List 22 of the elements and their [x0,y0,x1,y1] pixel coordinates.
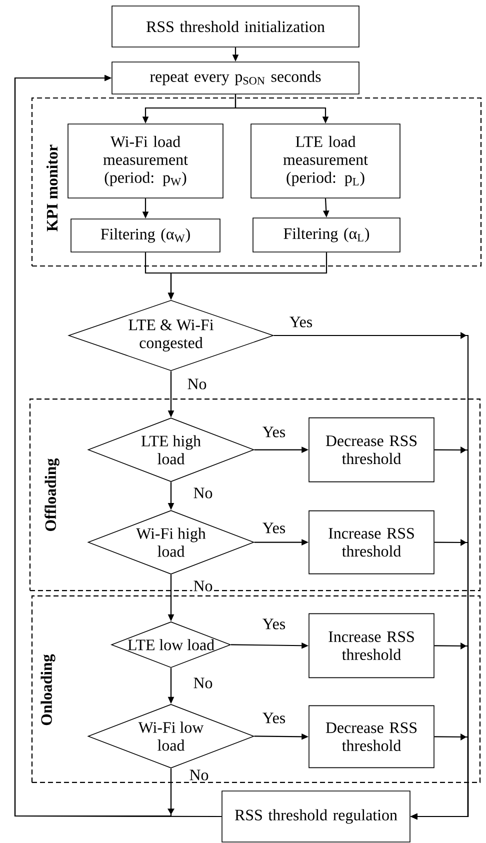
edge-label: Yes [261,522,287,534]
process-box: RSS threshold initialization [112,6,360,48]
edge-label: No [186,378,208,390]
process-box: Decrease RSS threshold [308,417,434,482]
edge-label: Yes [261,618,287,630]
process-box: repeat every p$_{SON}$ seconds [112,62,360,94]
process-box: Increase RSS threshold [308,613,434,678]
process-box: Filtering (α$_{L}$) [252,218,400,252]
arrow [14,74,222,818]
edge-label: No [192,580,214,592]
process-box: Increase RSS threshold [308,510,434,574]
edge-label: No [192,486,214,500]
edge-label: No [188,768,210,782]
process-box: Wi-Fi load measurement (period: p$_{W}$) [68,124,224,198]
process-box: Decrease RSS threshold [308,705,434,768]
edge-label: Yes [288,316,314,328]
process-box: Filtering (α$_{W}$) [70,218,220,252]
edge-label: Yes [261,426,287,438]
edge-label: No [192,676,214,690]
process-box: LTE load measurement (period: p$_{L}$) [250,124,400,198]
edge-label: Yes [261,712,287,724]
process-box: RSS threshold regulation [222,790,410,842]
